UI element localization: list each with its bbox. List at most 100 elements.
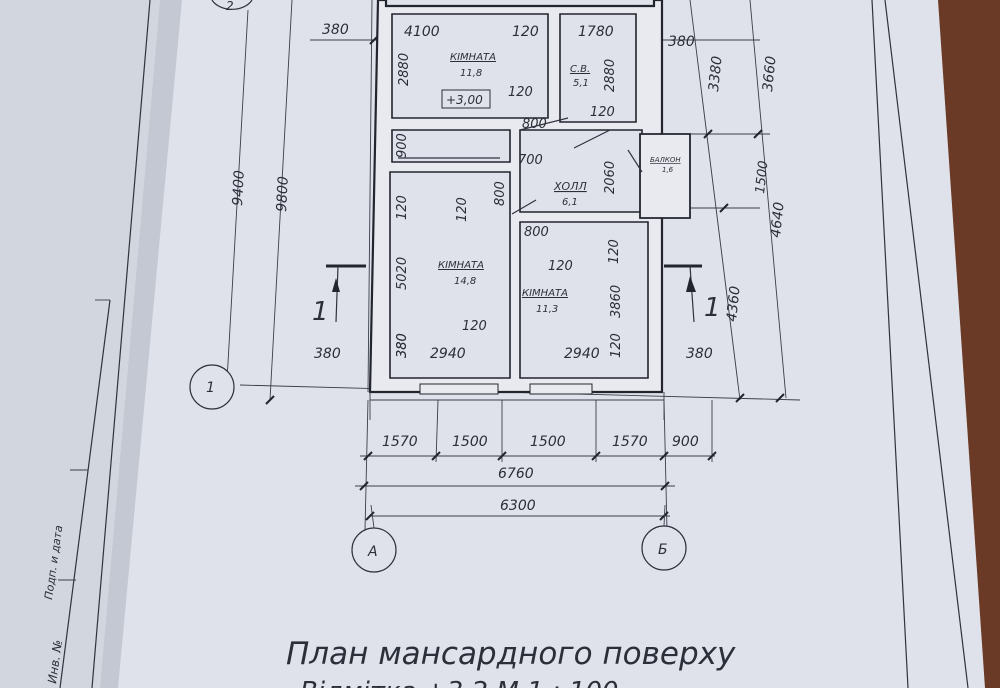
dim-bottom-right-wall: 380 (686, 346, 713, 362)
room3-name: КІМНАТА (522, 288, 568, 299)
dim-bath-height: 2880 (603, 59, 618, 92)
dim-left-seg3: 120 (395, 195, 410, 220)
frame-left-line (91, 0, 151, 688)
window-left (419, 383, 499, 395)
hall-area: 6,1 (562, 197, 578, 208)
door-swing (573, 129, 611, 149)
balcony-area: 1,6 (662, 166, 674, 174)
section-marker-left (326, 264, 366, 323)
section-label-right: 1 (704, 293, 721, 323)
room1-interior (391, 13, 549, 119)
dim-bottom-seg4: 1570 (612, 434, 648, 450)
axis-label-b: Б (658, 542, 668, 558)
left-outer-dim-line (225, 9, 249, 399)
axis-label-1: 1 (206, 380, 215, 396)
dim-left-seg5: 380 (395, 333, 410, 358)
dim-left-seg2: 900 (395, 133, 410, 158)
right-outer-dim-line (749, 0, 787, 399)
balcony-name: БАЛКОН (650, 156, 681, 164)
axis-bubble-1 (189, 364, 235, 410)
page-fold-shadow (100, 0, 182, 688)
bottom-ext-line (435, 399, 439, 463)
frame-right-line (871, 0, 909, 688)
bottom-ext-line (364, 399, 369, 531)
dim-wall-g: 120 (462, 319, 487, 334)
dim-top-right-offset: 380 (668, 34, 695, 50)
dim-top-bath-width: 1780 (578, 24, 614, 40)
axis-label-2: 2 (226, 0, 234, 13)
bath-name: С.В. (570, 64, 590, 75)
bath-area: 5,1 (573, 78, 589, 89)
dim-right-seg3: 4360 (724, 285, 744, 322)
dim-wall-h: 120 (609, 333, 624, 358)
window-right (529, 383, 593, 395)
hall-name: ХОЛЛ (553, 180, 587, 193)
dim-door-a: 800 (522, 117, 547, 132)
frame-outer-right-line (884, 0, 969, 688)
section-label-left: 1 (312, 297, 329, 327)
axis-a-leader (370, 504, 375, 529)
dim-door-b: 800 (493, 181, 508, 206)
drawing-subtitle: Відмітка +3,2 М 1 : 100 (300, 677, 618, 688)
door-swing (519, 117, 569, 131)
dim-top-room1-width: 4100 (404, 24, 440, 40)
dim-corridor: 700 (518, 153, 543, 168)
level-box (441, 89, 491, 109)
room2-area: 14,8 (454, 276, 476, 287)
drawing-title: План мансардного поверху (286, 636, 736, 672)
dim-wall-f: 120 (607, 239, 622, 264)
left-inner-dim-line (269, 0, 293, 401)
dim-left-seg1: 2880 (397, 53, 412, 86)
room1-name: КІМНАТА (450, 52, 496, 63)
axis-label-a: А (367, 544, 378, 560)
dim-bottom-mid-wall: 380 (395, 333, 410, 358)
stamp-code: Инв. № (45, 639, 65, 685)
dim-left-inner: 9400 (230, 170, 248, 207)
paper-left-page (0, 0, 160, 688)
dim-bottom-seg3: 1500 (530, 434, 566, 450)
dim-right-lower: 4640 (768, 201, 788, 238)
room1-area: 11,8 (460, 68, 482, 79)
dim-wall-c: 120 (590, 105, 615, 120)
dim-bottom-room-right: 2940 (564, 346, 600, 362)
stamp-column-line (59, 299, 111, 688)
door-swing (511, 199, 537, 215)
door-swing (627, 149, 643, 173)
bath-interior (559, 13, 637, 123)
dim-bottom-seg5: 900 (672, 434, 699, 450)
balcony-outline (639, 133, 691, 219)
room3-interior (519, 221, 649, 379)
dim-room-height: 3860 (609, 285, 624, 318)
bottom-ext-line (663, 399, 668, 531)
building-walls (368, 0, 691, 420)
dim-bottom-seg1: 1570 (382, 434, 418, 450)
dim-door-c: 800 (524, 225, 549, 240)
section-marker-right (664, 264, 702, 323)
dim-wall-d: 120 (455, 197, 470, 222)
dim-left-seg4: 5020 (395, 257, 410, 290)
room2-interior (389, 171, 511, 379)
dim-top-wall: 120 (512, 24, 539, 40)
dim-right-seg1: 3380 (706, 55, 726, 92)
room2-name: КІМНАТА (438, 260, 484, 271)
dim-right-upper: 3660 (760, 55, 780, 92)
room3-area: 11,3 (536, 304, 558, 315)
axis-b-leader (663, 504, 666, 527)
left-chain-line (367, 0, 373, 393)
dim-overall-total: 6760 (498, 466, 534, 482)
dim-right-seg2: 1500 (753, 160, 771, 194)
dim-left-total: 9800 (274, 176, 292, 213)
dim-bottom-left-wall: 380 (314, 346, 341, 362)
dim-bottom-room-left: 2940 (430, 346, 466, 362)
corridor-interior (391, 129, 511, 163)
dim-overall-axes: 6300 (500, 498, 536, 514)
dim-hall: 2060 (603, 161, 618, 194)
hall-interior (519, 129, 643, 213)
dim-wall-b: 120 (508, 85, 533, 100)
dim-wall-e: 120 (548, 259, 573, 274)
room1-level: +3,00 (446, 93, 483, 107)
axis-bubble-2 (211, 0, 253, 10)
dim-top-left-offset: 380 (322, 22, 349, 38)
right-chain-line (689, 0, 741, 401)
